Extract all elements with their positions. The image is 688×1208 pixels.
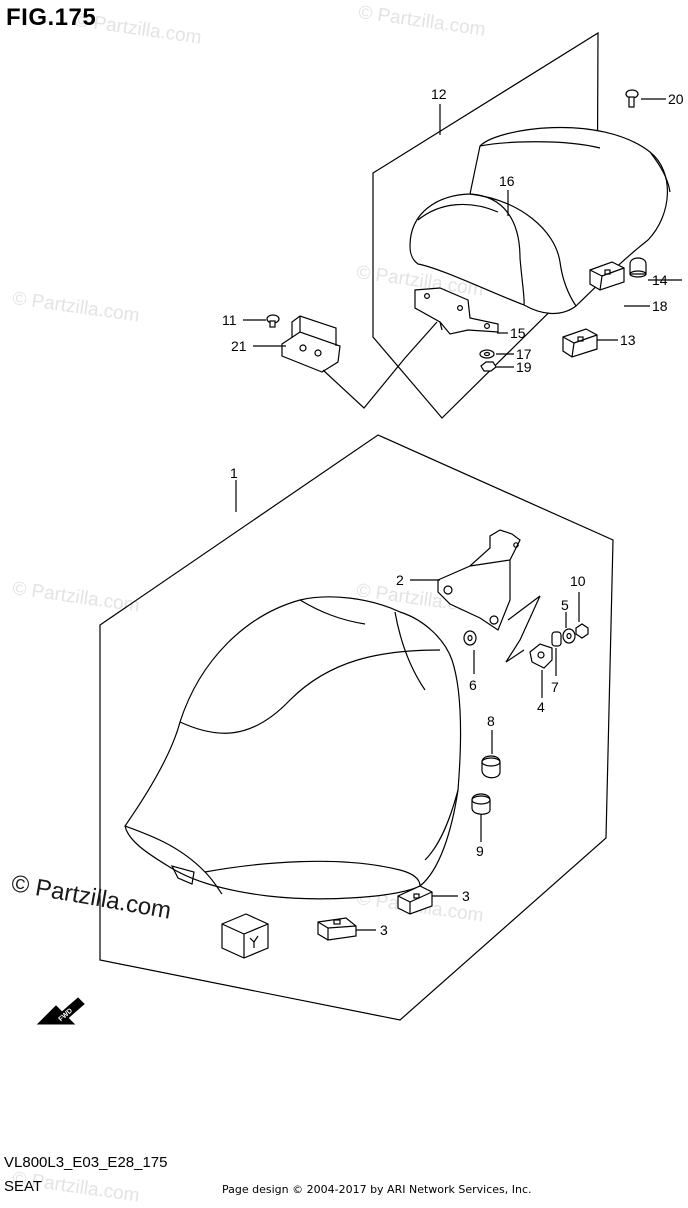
callout-16: 16 — [499, 173, 515, 189]
callout-20: 20 — [668, 91, 684, 107]
rubber-cushion-13 — [562, 328, 598, 358]
washer-6 — [463, 630, 477, 646]
callout-10: 10 — [570, 573, 586, 589]
callout-12: 12 — [431, 86, 447, 102]
screw-20 — [625, 89, 639, 108]
callout-6: 6 — [469, 677, 477, 693]
rear-seat-body — [409, 126, 671, 314]
callout-14: 14 — [652, 272, 668, 288]
callout-8: 8 — [487, 713, 495, 729]
callout-3: 3 — [380, 922, 388, 938]
latch-4 — [529, 643, 553, 669]
model-code: VL800L3_E03_E28_175 — [4, 1154, 168, 1171]
figure-title: FIG.175 — [6, 4, 97, 31]
rear-seat-bracket — [414, 287, 499, 335]
cushion-8 — [481, 755, 501, 779]
tool-bag — [221, 913, 269, 959]
front-seat-frame — [99, 434, 614, 1021]
leader-lines — [235, 98, 682, 931]
callout-21: 21 — [231, 338, 247, 354]
nut-10 — [575, 623, 589, 639]
section-name: SEAT — [4, 1178, 43, 1195]
washer-5 — [562, 628, 576, 644]
front-seat-bracket — [437, 529, 521, 631]
bolt-11 — [266, 314, 280, 328]
rubber-cushion-3a — [397, 885, 433, 915]
rubber-cushion-18 — [589, 261, 625, 291]
assembly-line — [322, 321, 438, 409]
nut-19 — [480, 361, 497, 372]
callout-4: 4 — [537, 699, 545, 715]
callout-5: 5 — [561, 597, 569, 613]
front-seat-body — [124, 596, 462, 900]
callout-18: 18 — [652, 298, 668, 314]
fwd-arrow-icon: FWD — [36, 997, 85, 1025]
rubber-cushion-3b — [317, 917, 357, 941]
page-credit: Page design © 2004-2017 by ARI Network S… — [222, 1183, 532, 1196]
callout-17: 17 — [516, 346, 532, 362]
callout-11: 11 — [222, 312, 237, 328]
callout-15: 15 — [510, 325, 526, 341]
latch-bracket-21 — [281, 315, 341, 373]
callout-19: 19 — [516, 359, 532, 375]
cushion-9 — [471, 793, 491, 815]
callout-13: 13 — [620, 332, 636, 348]
callout-1: 1 — [230, 465, 238, 481]
cap-14 — [629, 257, 647, 278]
callout-7: 7 — [551, 679, 559, 695]
callout-2: 2 — [396, 572, 404, 588]
callout-3: 3 — [462, 888, 470, 904]
callout-9: 9 — [476, 843, 484, 859]
washer-17 — [479, 349, 495, 359]
assembly-line — [505, 595, 541, 663]
rear-seat-frame — [372, 31, 599, 419]
pin-7 — [551, 631, 562, 647]
